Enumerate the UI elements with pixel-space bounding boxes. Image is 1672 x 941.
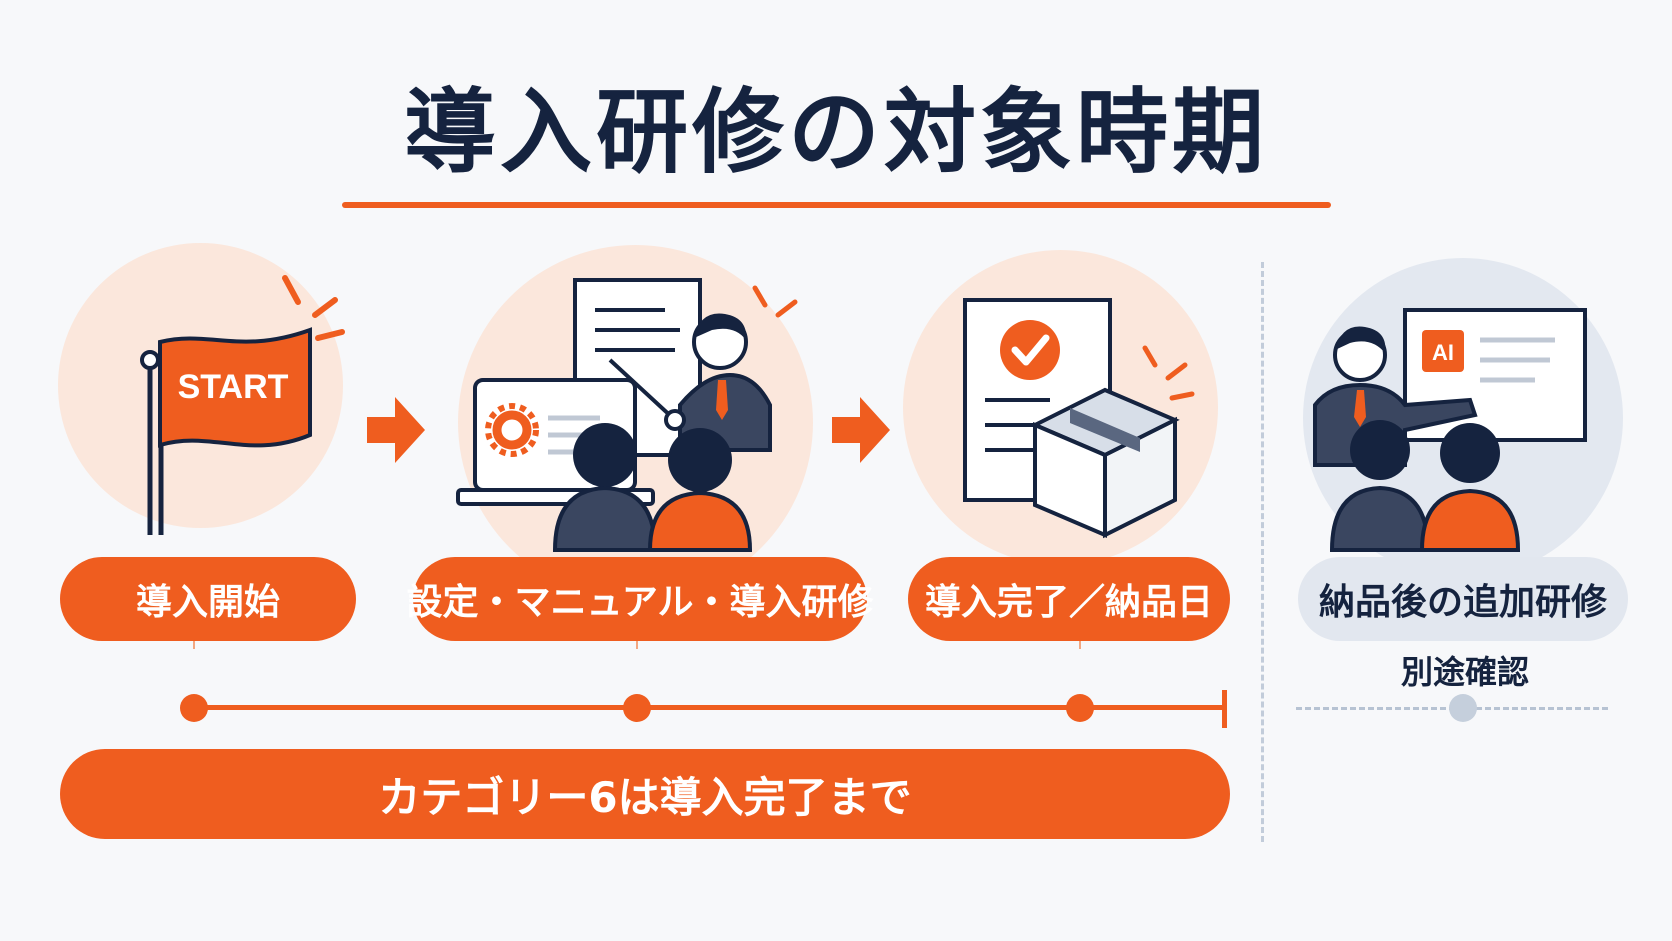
ai-presentation-icon: AI <box>1313 308 1587 552</box>
ai-badge-text: AI <box>1432 340 1454 365</box>
arrow-right-icon <box>367 397 425 463</box>
stage-label-extra: 納品後の追加研修 <box>1298 557 1628 641</box>
stage-label-delivery: 導入完了／納品日 <box>908 557 1230 641</box>
stage-label-start: 導入開始 <box>60 557 356 641</box>
timeline-end-marker <box>1222 690 1227 728</box>
document-check-box-icon <box>963 298 1195 539</box>
page-title: 導入研修の対象時期 <box>403 79 1268 186</box>
start-flag-text: START <box>178 368 289 406</box>
timeline-dot-training <box>623 694 651 722</box>
section-divider <box>1261 262 1264 842</box>
stage-label-training: 設定・マニュアル・導入研修 <box>407 557 873 641</box>
timeline-dot-delivery <box>1066 694 1094 722</box>
trainer-presentation-icon <box>456 278 798 552</box>
extra-timeline-dot <box>1449 694 1477 722</box>
timeline-dot-start <box>180 694 208 722</box>
timeline-line <box>192 705 1225 710</box>
category-scope-banner: カテゴリー6は導入完了まで <box>60 749 1230 839</box>
label-connector <box>636 641 638 649</box>
label-connector <box>193 641 195 649</box>
title-underline <box>342 202 1331 208</box>
extra-stage-note: 別途確認 <box>1400 653 1529 691</box>
arrow-right-icon <box>832 397 890 463</box>
start-flag-icon: START <box>140 275 345 535</box>
label-connector <box>1079 641 1081 649</box>
